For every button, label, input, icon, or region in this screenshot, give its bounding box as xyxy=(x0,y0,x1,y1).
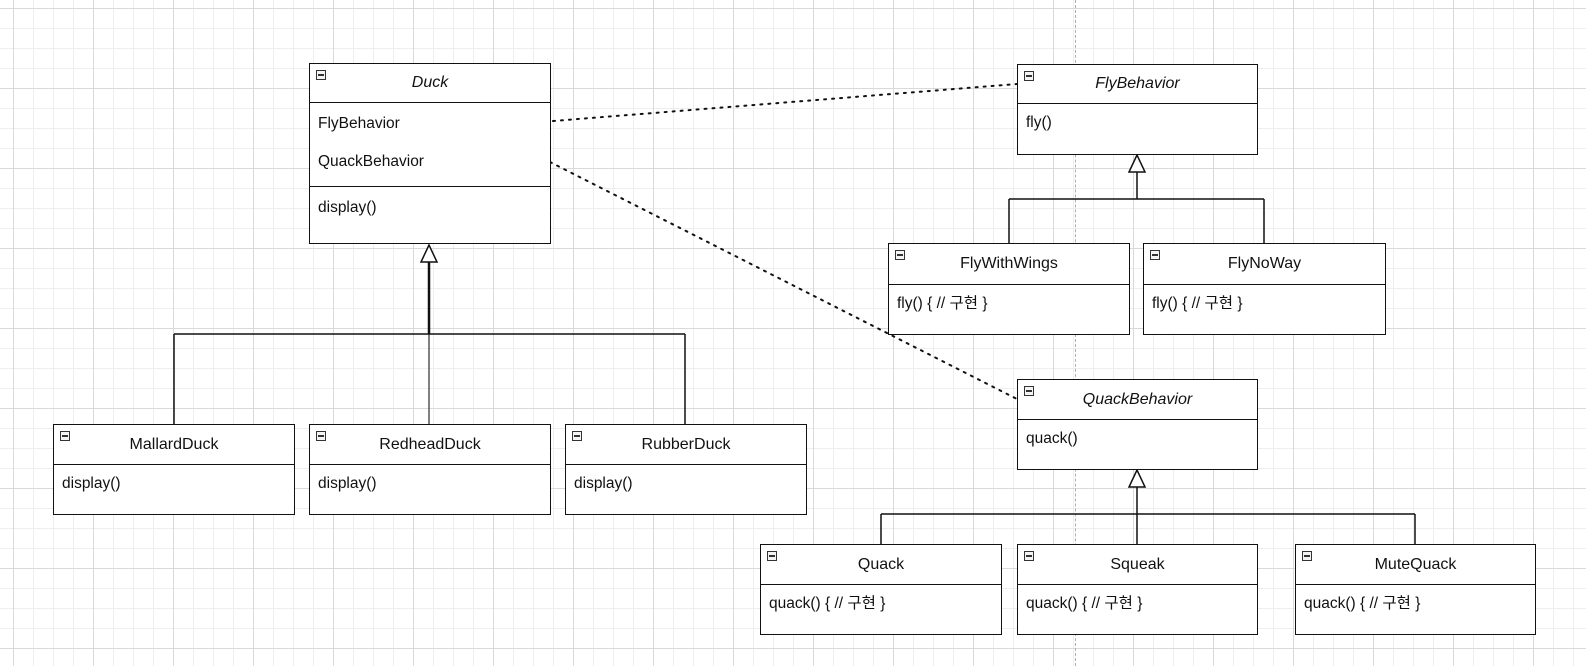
class-rubber-duck[interactable]: RubberDuck display() xyxy=(565,424,807,515)
class-header: FlyNoWay xyxy=(1144,244,1385,285)
methods-section: display() xyxy=(310,465,550,503)
methods-section: quack() { // 구현 } xyxy=(1018,585,1257,623)
fields-section: FlyBehavior QuackBehavior xyxy=(310,103,550,187)
class-fly-no-way[interactable]: FlyNoWay fly() { // 구현 } xyxy=(1143,243,1386,335)
class-name: RubberDuck xyxy=(641,436,731,453)
methods-section: fly() { // 구현 } xyxy=(1144,285,1385,323)
method: quack() { // 구현 } xyxy=(1026,595,1143,612)
inheritance-arrow-fly xyxy=(1127,153,1147,173)
class-name: Squeak xyxy=(1110,556,1165,573)
field: QuackBehavior xyxy=(318,153,424,170)
class-name: FlyBehavior xyxy=(1095,75,1180,92)
method: quack() { // 구현 } xyxy=(1304,595,1421,612)
duck-inheritance xyxy=(173,243,686,424)
methods-section: display() xyxy=(310,187,550,227)
class-name: MallardDuck xyxy=(129,436,219,453)
class-squeak[interactable]: Squeak quack() { // 구현 } xyxy=(1017,544,1258,635)
minus-square-icon[interactable] xyxy=(316,431,326,441)
inheritance-arrow-duck xyxy=(419,243,439,263)
minus-square-icon[interactable] xyxy=(1024,71,1034,81)
class-name: Duck xyxy=(411,74,449,91)
method: fly() { // 구현 } xyxy=(897,295,988,312)
class-duck[interactable]: Duck FlyBehavior QuackBehavior display() xyxy=(309,63,551,244)
method: fly() { // 구현 } xyxy=(1152,295,1243,312)
class-redhead-duck[interactable]: RedheadDuck display() xyxy=(309,424,551,515)
method: quack() { // 구현 } xyxy=(769,595,886,612)
minus-square-icon[interactable] xyxy=(895,250,905,260)
methods-section: fly() { // 구현 } xyxy=(889,285,1129,323)
methods-section: display() xyxy=(566,465,806,503)
class-name: RedheadDuck xyxy=(379,436,481,453)
method: fly() xyxy=(1026,114,1052,131)
method: display() xyxy=(318,475,377,492)
inheritance-arrow-quack xyxy=(1127,468,1147,488)
class-mallard-duck[interactable]: MallardDuck display() xyxy=(53,424,295,515)
methods-section: quack() { // 구현 } xyxy=(761,585,1001,623)
quack-inheritance xyxy=(880,468,1416,544)
minus-square-icon[interactable] xyxy=(572,431,582,441)
class-header: MallardDuck xyxy=(54,425,294,465)
methods-section: quack() { // 구현 } xyxy=(1296,585,1535,623)
method: display() xyxy=(62,475,121,492)
class-header: MuteQuack xyxy=(1296,545,1535,585)
class-header: FlyBehavior xyxy=(1018,65,1257,104)
class-name: MuteQuack xyxy=(1374,556,1457,573)
class-header: Quack xyxy=(761,545,1001,585)
minus-square-icon[interactable] xyxy=(1150,250,1160,260)
method: display() xyxy=(318,199,377,216)
class-name: FlyNoWay xyxy=(1227,255,1302,272)
method: quack() xyxy=(1026,430,1078,447)
class-quack[interactable]: Quack quack() { // 구현 } xyxy=(760,544,1002,635)
class-mute-quack[interactable]: MuteQuack quack() { // 구현 } xyxy=(1295,544,1536,635)
minus-square-icon[interactable] xyxy=(1024,386,1034,396)
class-name: QuackBehavior xyxy=(1082,391,1193,408)
minus-square-icon[interactable] xyxy=(316,70,326,80)
class-header: RubberDuck xyxy=(566,425,806,465)
method: display() xyxy=(574,475,633,492)
association-duck-quackbehavior xyxy=(549,161,1018,400)
methods-section: quack() xyxy=(1018,420,1257,458)
minus-square-icon[interactable] xyxy=(767,551,777,561)
field: FlyBehavior xyxy=(318,115,400,132)
fly-inheritance xyxy=(1008,153,1265,243)
class-fly-with-wings[interactable]: FlyWithWings fly() { // 구현 } xyxy=(888,243,1130,335)
class-fly-behavior[interactable]: FlyBehavior fly() xyxy=(1017,64,1258,155)
class-header: Duck xyxy=(310,64,550,103)
class-name: Quack xyxy=(857,556,905,573)
class-header: FlyWithWings xyxy=(889,244,1129,285)
class-header: Squeak xyxy=(1018,545,1257,585)
methods-section: fly() xyxy=(1018,104,1257,142)
class-name: FlyWithWings xyxy=(960,255,1058,272)
minus-square-icon[interactable] xyxy=(1024,551,1034,561)
associations xyxy=(549,83,1018,400)
class-header: QuackBehavior xyxy=(1018,380,1257,420)
association-duck-flybehavior xyxy=(552,83,1018,122)
class-header: RedheadDuck xyxy=(310,425,550,465)
class-quack-behavior[interactable]: QuackBehavior quack() xyxy=(1017,379,1258,470)
minus-square-icon[interactable] xyxy=(60,431,70,441)
methods-section: display() xyxy=(54,465,294,503)
minus-square-icon[interactable] xyxy=(1302,551,1312,561)
